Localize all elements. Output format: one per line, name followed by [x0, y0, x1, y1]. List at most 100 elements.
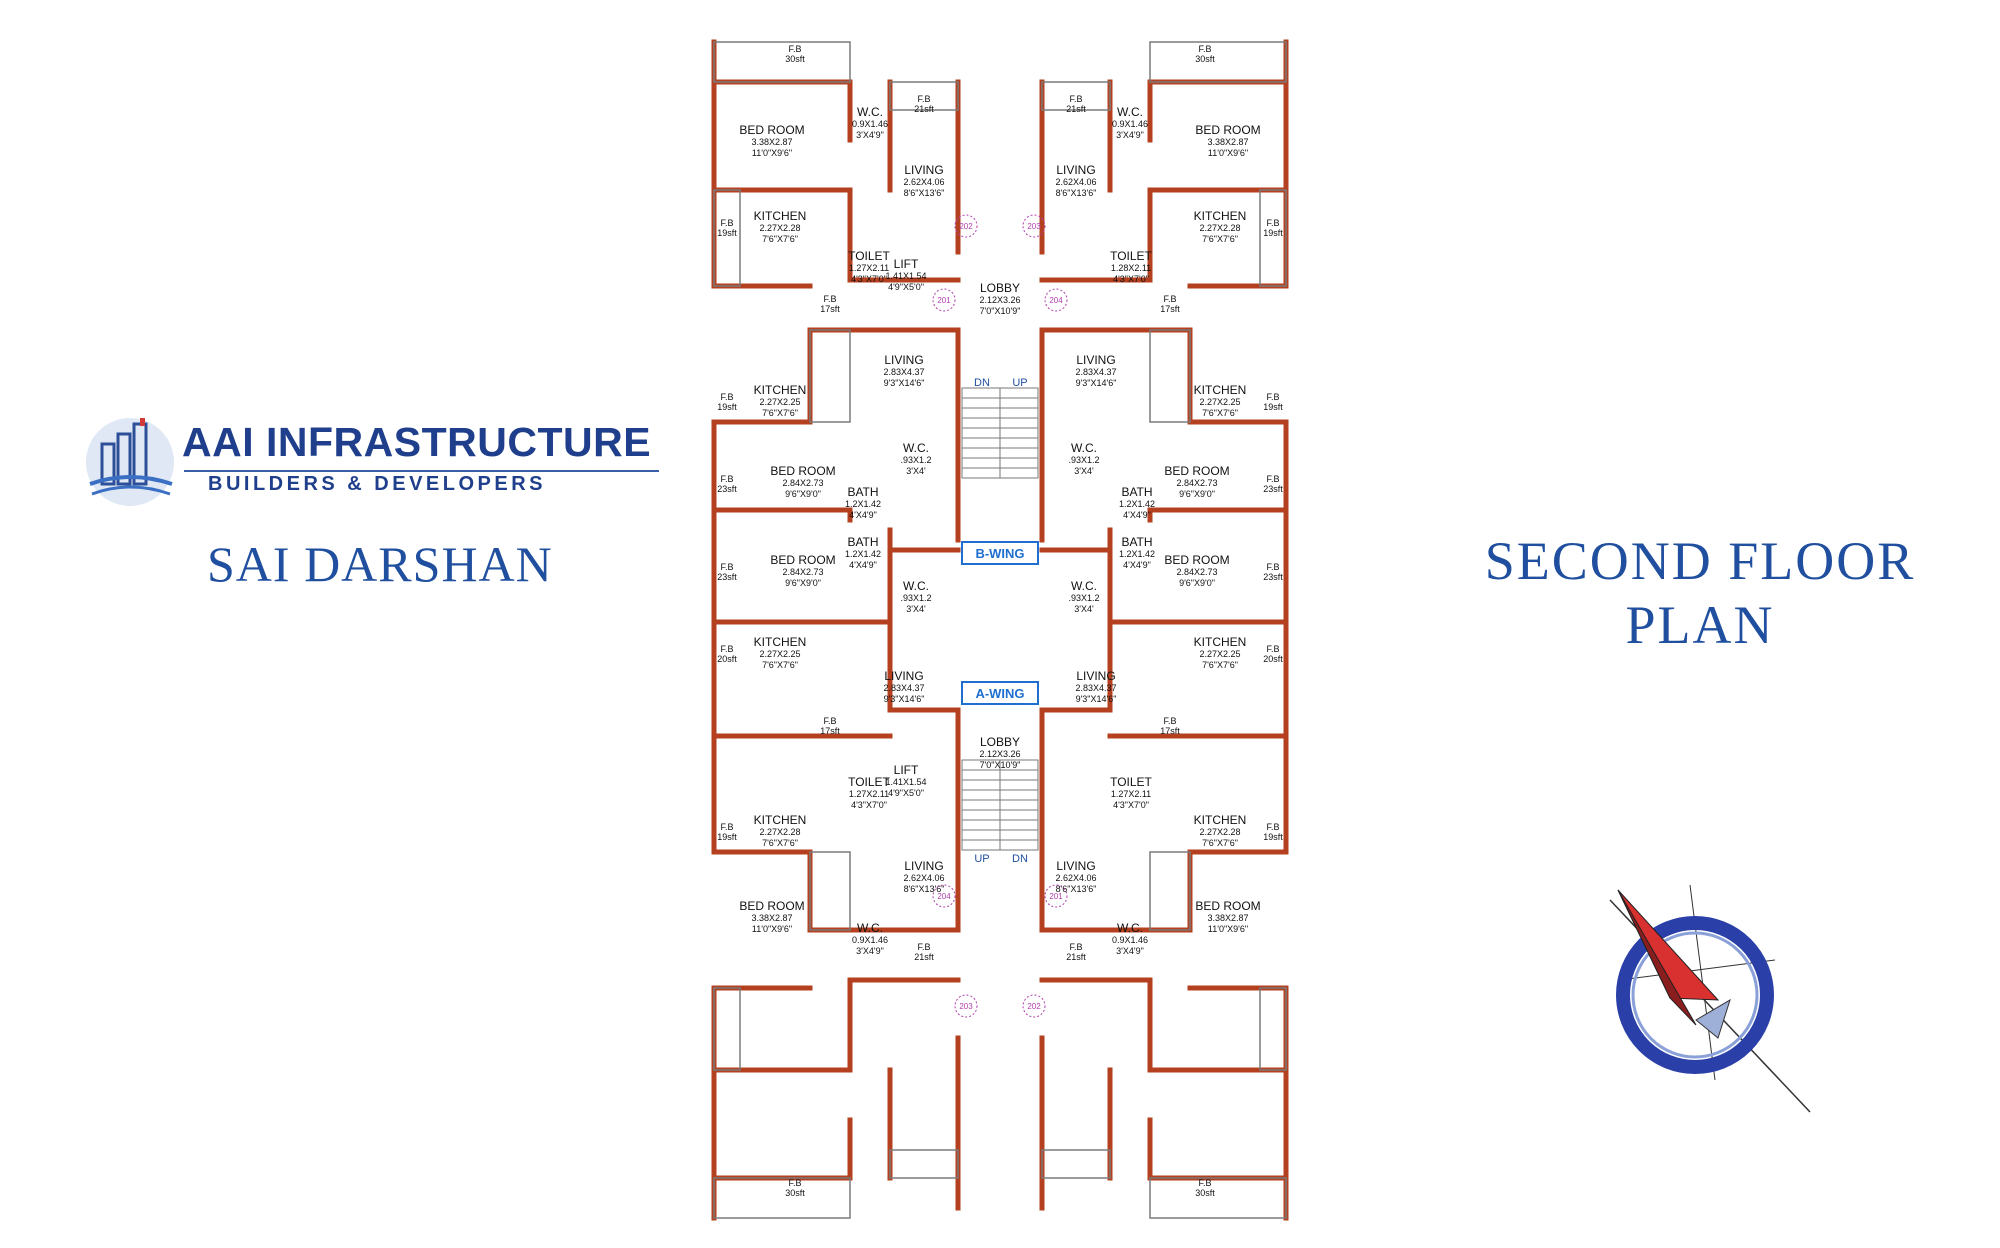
wing-label-b: B-WING [975, 546, 1024, 561]
room-dimension: 9'3"X14'6" [884, 694, 925, 704]
stair-dn-label-b: DN [974, 377, 990, 389]
door-circle [1022, 994, 1046, 1018]
door-number: 203 [959, 1002, 973, 1011]
room-dimension: 7'6"X7'6" [762, 234, 798, 244]
room-name: BED ROOM [1195, 899, 1260, 913]
room-name: F.B [1266, 822, 1279, 832]
room-name: TOILET [848, 249, 890, 263]
brand-tagline: BUILDERS & DEVELOPERS [208, 473, 546, 495]
room-dimension: 9'3"X14'6" [1076, 694, 1117, 704]
room-name: LIVING [884, 353, 923, 367]
building-logo-icon [86, 418, 174, 506]
door-circle [1044, 288, 1068, 312]
room-dimension: .93X1.2 [1068, 593, 1099, 603]
wing-labels: B-WING A-WING [961, 541, 1039, 705]
room-dimension: 7'6"X7'6" [762, 838, 798, 848]
room-name: F.B [1069, 942, 1082, 952]
room-name: BED ROOM [1195, 123, 1260, 137]
brand-block: AAI INFRASTRUCTURE BUILDERS & DEVELOPERS [80, 405, 659, 515]
room-name: LIVING [1056, 163, 1095, 177]
room-dimension: 2.27X2.25 [1199, 649, 1240, 659]
room-name: F.B [720, 474, 733, 484]
room-dimension: 20sft [717, 654, 737, 664]
room-dimension: 21sft [914, 952, 934, 962]
room-label-w-c: W.C..93X1.23'X4' [1068, 441, 1099, 476]
room-dimension: 2.84X2.73 [782, 567, 823, 577]
room-dimension: 23sft [1263, 572, 1283, 582]
room-label-w-c: W.C.0.9X1.463'X4'9" [852, 921, 888, 956]
room-dimension: 2.84X2.73 [1176, 478, 1217, 488]
room-name: LOBBY [980, 281, 1020, 295]
room-name: LIVING [1056, 859, 1095, 873]
plan-title-line2: PLAN [1625, 594, 1775, 655]
room-dimension: 7'6"X7'6" [762, 408, 798, 418]
room-dimension: 2.83X4.37 [1075, 367, 1116, 377]
room-name: W.C. [1071, 441, 1097, 455]
room-dimension: 1.27X2.11 [1111, 789, 1151, 799]
room-name: BED ROOM [770, 464, 835, 478]
room-dimension: 2.83X4.37 [883, 367, 924, 377]
room-dimension: 1.41X1.54 [885, 777, 926, 787]
room-dimension: 21sft [914, 104, 934, 114]
room-dimension: 17sft [1160, 304, 1180, 314]
room-dimension: 19sft [1263, 832, 1283, 842]
room-dimension: 2.62X4.06 [1055, 177, 1096, 187]
room-dimension: 3'X4' [906, 466, 926, 476]
plan-title: SECOND FLOOR PLAN [1480, 530, 1920, 657]
room-name: F.B [720, 562, 733, 572]
stair-labels: DN UP UP DN [974, 377, 1028, 865]
room-name: F.B [917, 942, 930, 952]
room-dimension: 7'0"X10'9" [980, 306, 1021, 316]
room-name: KITCHEN [1194, 209, 1247, 223]
room-name: W.C. [857, 921, 883, 935]
room-dimension: 2.62X4.06 [903, 177, 944, 187]
wing-label-a: A-WING [975, 686, 1024, 701]
room-dimension: 3'X4' [906, 604, 926, 614]
stair-up-label-a: UP [974, 853, 989, 865]
room-name: BATH [847, 535, 878, 549]
room-dimension: 17sft [820, 304, 840, 314]
room-dimension: 17sft [820, 726, 840, 736]
room-name: F.B [788, 1178, 801, 1188]
room-name: KITCHEN [754, 209, 807, 223]
room-name: KITCHEN [754, 635, 807, 649]
room-dimension: 9'3"X14'6" [1076, 378, 1117, 388]
room-dimension: 0.9X1.46 [852, 119, 888, 129]
room-dimension: 1.27X2.11 [849, 263, 889, 273]
room-dimension: 9'6"X9'0" [785, 578, 821, 588]
room-dimension: 7'6"X7'6" [1202, 234, 1238, 244]
room-dimension: 30sft [1195, 1188, 1215, 1198]
door-circle [1022, 214, 1046, 238]
room-dimension: 1.41X1.54 [885, 271, 926, 281]
room-name: F.B [720, 218, 733, 228]
room-dimension: 2.12X3.26 [979, 749, 1020, 759]
room-dimension: 1.2X1.42 [1119, 499, 1155, 509]
room-dimension: 8'6"X13'6" [904, 188, 945, 198]
room-dimension: 4'X4'9" [1123, 510, 1151, 520]
room-dimension: 2.27X2.25 [1199, 397, 1240, 407]
room-dimension: 8'6"X13'6" [1056, 188, 1097, 198]
room-dimension: 3.38X2.87 [1207, 913, 1248, 923]
room-dimension: 3'X4'9" [856, 130, 884, 140]
room-name: TOILET [848, 775, 890, 789]
room-dimension: 3'X4'9" [856, 946, 884, 956]
